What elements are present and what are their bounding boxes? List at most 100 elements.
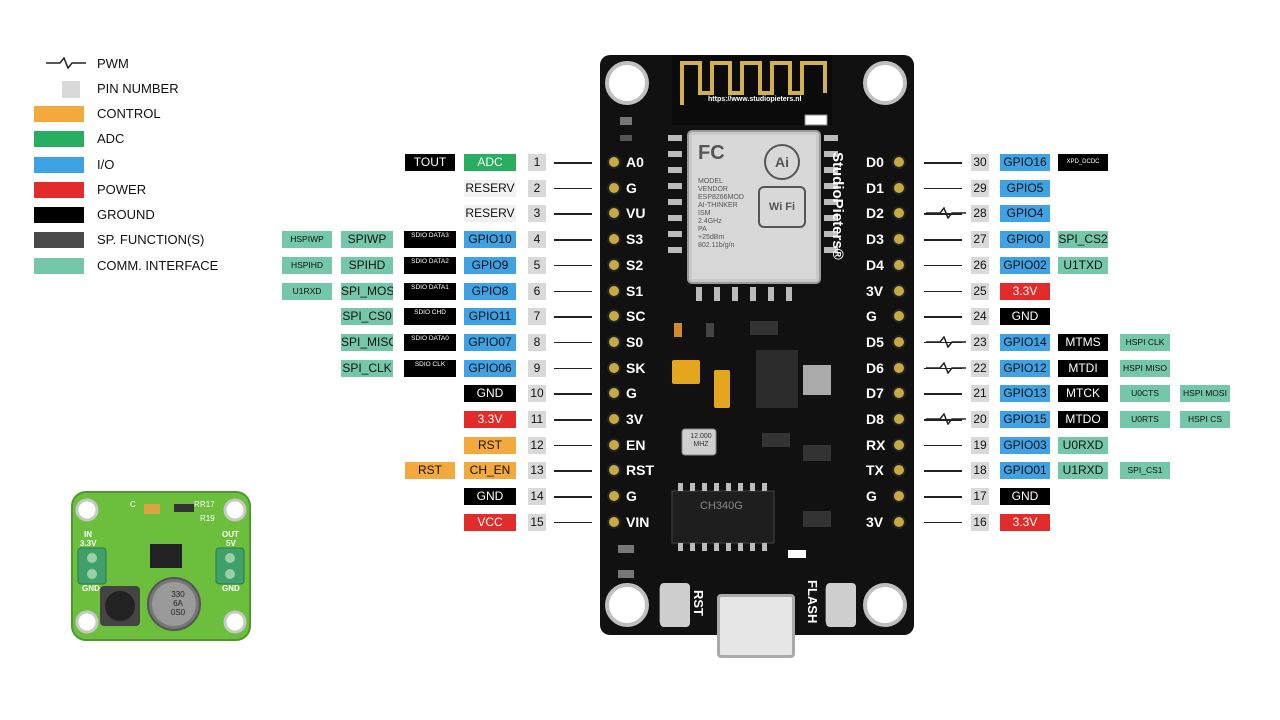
pin-alt-function-label: SPI_CLK (341, 359, 393, 377)
pin-function-label: GPIO4 (1000, 205, 1050, 223)
connector-line (924, 316, 962, 318)
legend-swatch-comm (34, 258, 84, 274)
board-brand: StudioPieters® (826, 152, 846, 282)
pin-alt-function-label: MTDI (1058, 359, 1108, 377)
connector-line (554, 162, 592, 164)
pin-hole (607, 514, 621, 529)
board-pin-label: SC (626, 308, 646, 325)
buck-out-voltage: 5V (226, 539, 236, 548)
connector-line (554, 470, 592, 472)
wifi-logo: Wi Fi (758, 186, 806, 228)
pin-hole (892, 206, 906, 221)
board-pin-label: D0 (866, 154, 884, 170)
usb-chip-label: CH340G (700, 500, 743, 512)
pin-number: 20 (971, 411, 989, 428)
pin-alt-function-label: SPIWP (341, 231, 393, 249)
pin-number: 16 (971, 513, 989, 531)
crystal-freq: 12.000 (690, 433, 712, 440)
pin-number: 26 (971, 256, 989, 274)
board-pin-label: D3 (866, 231, 884, 248)
legend-swatch-power (34, 182, 84, 198)
board-pin-label: A0 (626, 154, 644, 170)
pin-function-label: ADC (464, 154, 516, 171)
pin-alt-function-label: SPI_MISO (341, 333, 393, 351)
crystal-label: 12.000 MHZ (684, 433, 718, 449)
pin-function-label: RESERV (464, 205, 516, 223)
board-pin-label: 3V (626, 411, 644, 427)
pin-function-label: VCC (464, 513, 516, 531)
pin-number: 30 (971, 154, 989, 171)
pin-number: 4 (528, 231, 546, 249)
pin-number: 12 (528, 436, 546, 454)
rst-button-label: RST (690, 590, 708, 630)
pin-alt-function-label: HSPI CLK (1120, 333, 1170, 351)
rst-button[interactable] (660, 583, 690, 627)
board-pin-label: TX (866, 462, 884, 479)
module-text-line: AI-THINKER (698, 202, 738, 209)
pin-function-label: GPIO8 (464, 282, 516, 300)
module-text-line: 802.11b/g/n (698, 242, 735, 249)
buck-in-label: IN (84, 530, 92, 539)
pin-function-label: 3.3V (1000, 513, 1050, 531)
legend-adc: ADC (97, 131, 125, 146)
board-pin-label: RX (866, 436, 886, 453)
board-pin-label: S0 (626, 333, 644, 350)
connector-line (554, 419, 592, 421)
pin-function-label: GND (1000, 488, 1050, 506)
board-pin-label: D1 (866, 179, 884, 196)
connector-line (554, 316, 592, 318)
pin-alt-function-label: SPI_CS2 (1058, 231, 1108, 249)
pin-alt-function-label: U1RXD (282, 282, 332, 300)
pin-alt-function-label: HSPIHD (282, 256, 332, 274)
pin-hole (607, 257, 621, 272)
pin-hole (892, 309, 906, 324)
pin-number: 19 (971, 436, 989, 454)
pin-function-label: RESERV (464, 179, 516, 197)
cap-code: 0S0 (170, 608, 186, 617)
pin-number: 5 (528, 256, 546, 274)
connector-line (924, 496, 962, 498)
pin-hole (892, 155, 906, 169)
pin-number: 14 (528, 488, 546, 506)
pin-function-label: GPIO03 (1000, 436, 1050, 454)
legend-swatch-io (34, 157, 84, 173)
flash-label-text: FLASH (805, 580, 820, 624)
connector-line (924, 239, 962, 241)
pin-alt-function-label: RST (405, 462, 455, 480)
pin-hole (607, 412, 621, 426)
pin-function-label: GPIO07 (464, 333, 516, 351)
board-pin-label: SK (626, 359, 646, 376)
pin-alt-function-label: U0RTS (1120, 411, 1170, 428)
pin-hole (607, 489, 621, 504)
connector-line (554, 213, 592, 215)
board-pin-label: VU (626, 205, 646, 222)
pin-number: 13 (528, 462, 546, 480)
legend-swatch-sp-function (34, 232, 84, 248)
board-pin-label: S3 (626, 231, 644, 248)
board-brand-mark: ® (829, 248, 846, 260)
capacitor-label: 330 6A 0S0 (170, 590, 186, 617)
ai-logo: Ai (764, 144, 800, 180)
flash-button[interactable] (826, 583, 856, 627)
pin-hole (892, 232, 906, 247)
sdio-label: SDIO DATA2 (404, 256, 456, 274)
connector-line (924, 367, 962, 370)
micro-usb-port[interactable] (718, 595, 794, 657)
pin-hole (607, 206, 621, 221)
connector-line (924, 213, 962, 215)
pin-function-label: GPIO13 (1000, 385, 1050, 403)
pin-hole (607, 334, 621, 349)
pin-hole (892, 334, 906, 349)
board-pin-label: D2 (866, 205, 884, 222)
buck-converter-module (71, 491, 251, 641)
sdio-label: SDIO DATA3 (404, 231, 456, 249)
connector-line (554, 187, 592, 190)
pin-hole (607, 283, 621, 298)
pin-function-label: GPIO06 (464, 359, 516, 377)
pin-alt-function-label: HSPI MOSI (1180, 385, 1230, 403)
board-brand-text: StudioPieters (829, 152, 846, 249)
board-pin-label: G (866, 488, 877, 505)
legend-comm: COMM. INTERFACE (97, 258, 219, 273)
buck-silk-r19: R19 (200, 514, 215, 523)
pin-function-label: GPIO01 (1000, 462, 1050, 480)
